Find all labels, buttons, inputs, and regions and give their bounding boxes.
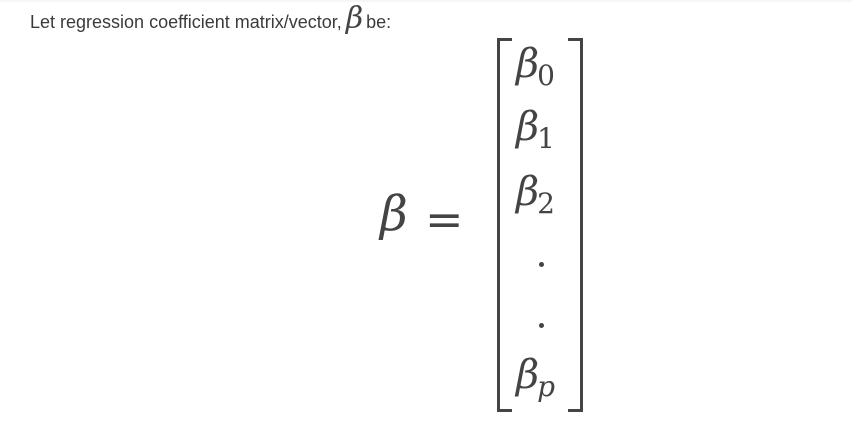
equals-sign: =	[425, 192, 464, 246]
entry-subscript: 0	[537, 59, 555, 92]
intro-suffix: be:	[366, 12, 392, 32]
vertical-ellipsis-dot-1	[539, 262, 544, 267]
left-bracket	[497, 38, 512, 412]
vector-entry-beta-2: β2	[516, 169, 555, 218]
entry-subscript: 1	[537, 122, 555, 155]
right-bracket	[568, 38, 583, 412]
entry-symbol: β	[516, 41, 540, 87]
vector-entry-beta-0: β0	[516, 41, 555, 90]
entry-symbol: β	[516, 104, 540, 150]
inline-beta-symbol: β	[345, 1, 364, 36]
entry-symbol: β	[516, 352, 540, 398]
entry-subscript: 2	[537, 187, 555, 220]
entry-subscript: p	[537, 370, 556, 403]
top-divider	[0, 0, 852, 2]
intro-sentence: Let regression coefficient matrix/vector…	[30, 4, 391, 34]
intro-text: Let regression coefficient matrix/vector…	[30, 12, 342, 32]
vector-entry-beta-p: βp	[516, 352, 555, 401]
entry-symbol: β	[516, 169, 540, 215]
vertical-ellipsis-dot-2	[539, 323, 544, 328]
equation-lhs: β	[380, 186, 408, 242]
vector-entry-beta-1: β1	[516, 104, 555, 153]
